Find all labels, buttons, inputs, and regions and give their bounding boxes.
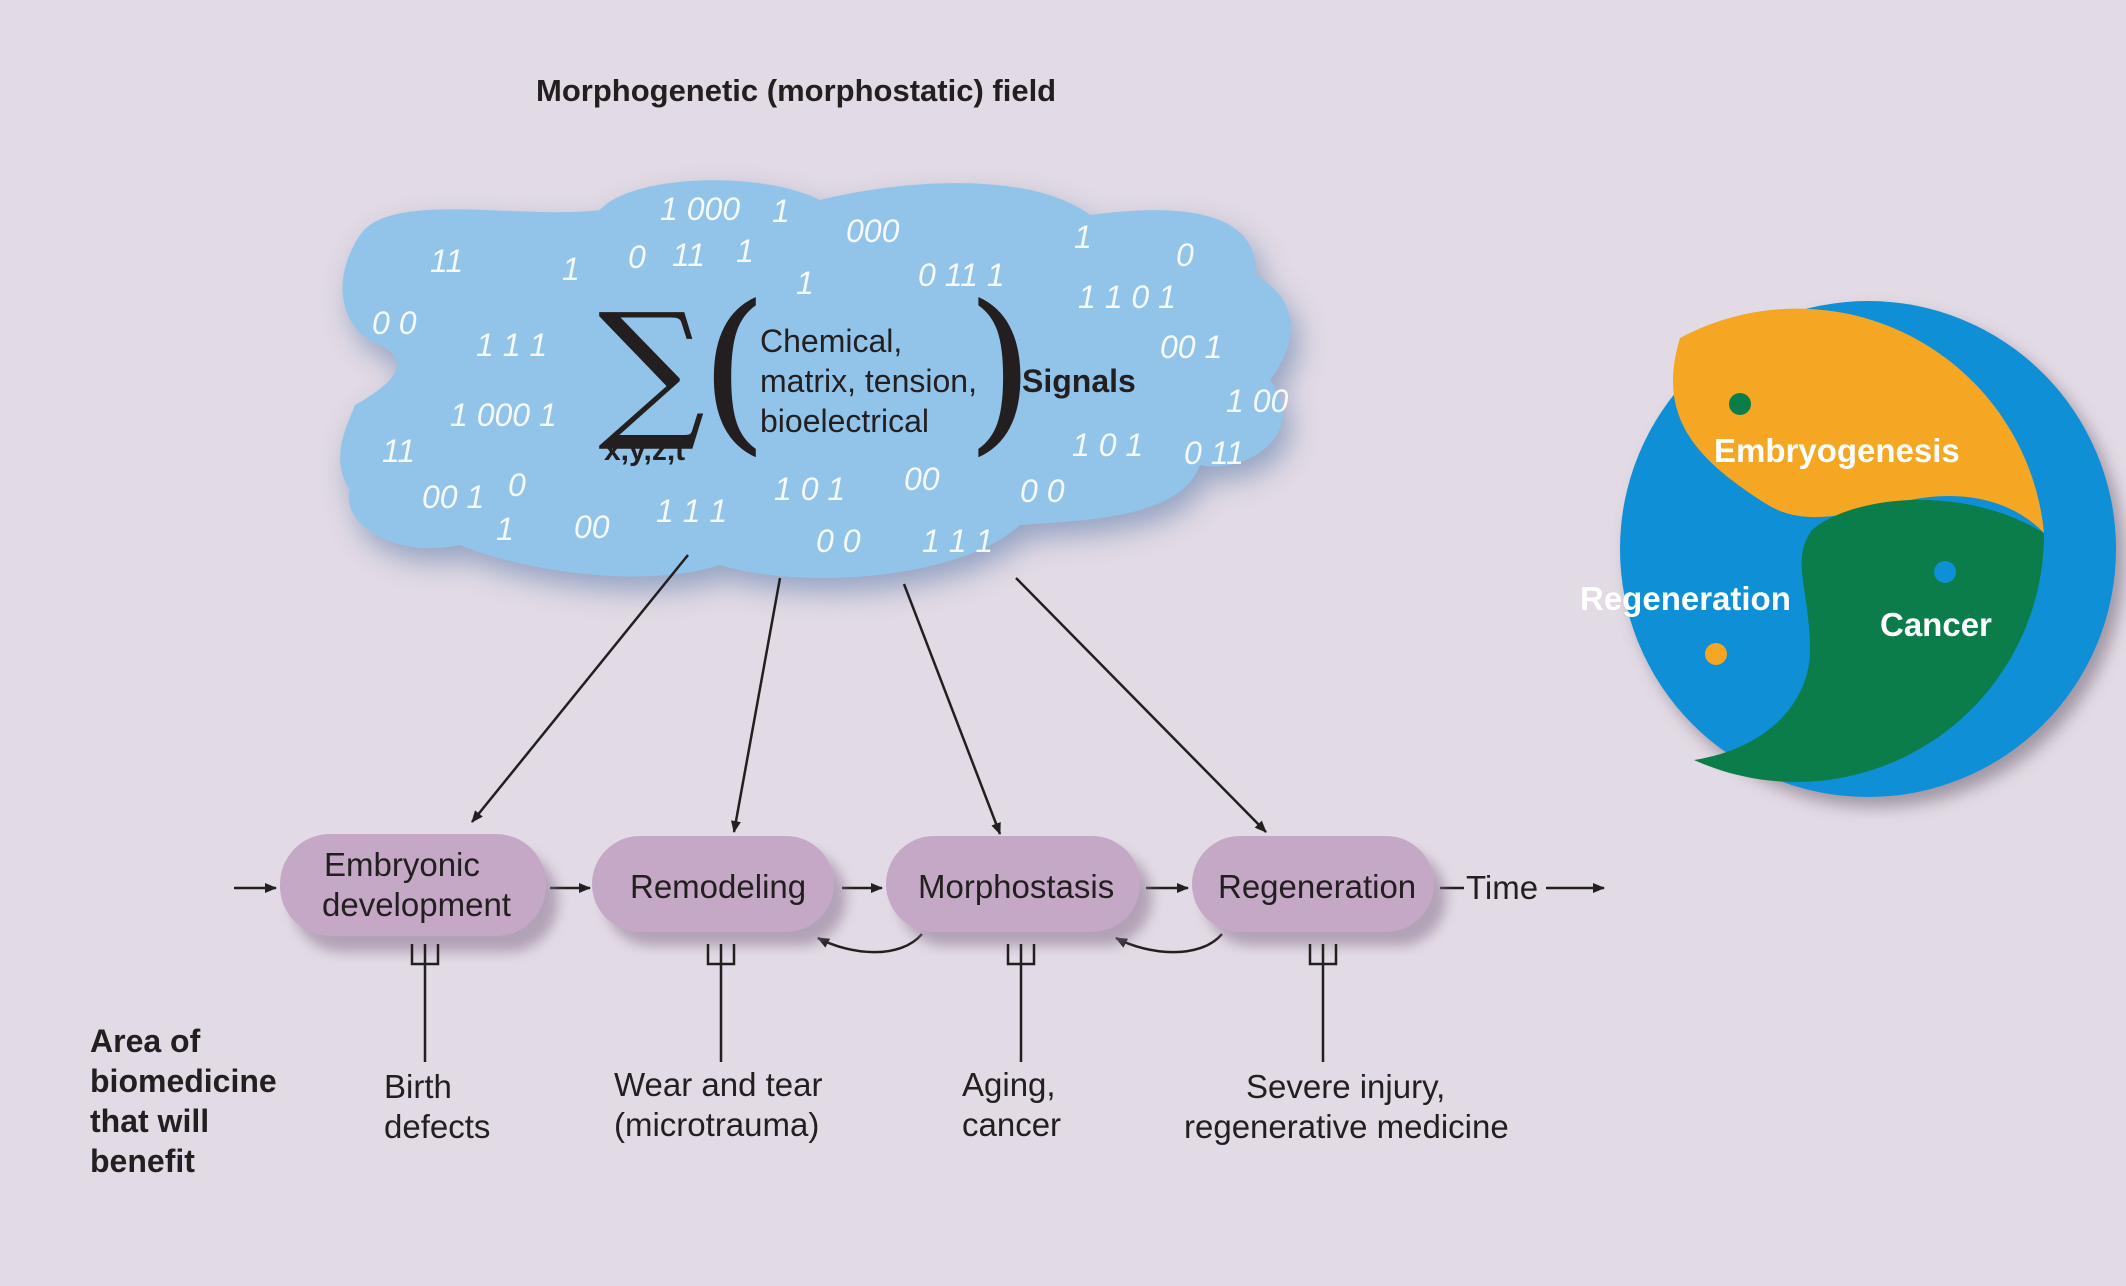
cancer-label: Cancer	[1880, 606, 1992, 643]
binary-digit: 0 0	[1020, 473, 1065, 509]
area-heading-line: Area of	[90, 1023, 201, 1059]
binary-digit: 1 000 1	[450, 397, 557, 433]
binary-digit: 0	[628, 239, 646, 275]
right-parenthesis: )	[966, 269, 1034, 472]
binary-digit: 11	[672, 237, 705, 273]
arrow-to-morphostasis	[902, 583, 1002, 835]
area-severe-injury: Severe injury, regenerative medicine	[1184, 1068, 1509, 1145]
binary-digit: 00	[904, 461, 940, 497]
signal-line-2: matrix, tension,	[760, 363, 977, 399]
embryogenesis-region	[1673, 308, 2044, 533]
binary-digit: 1 1 1	[922, 523, 993, 559]
embryogenesis-dot	[1729, 393, 1751, 415]
binary-digit: 0	[508, 467, 526, 503]
binary-digits: 1 000 1 000 11 1 0 11 1 1 0 1 0 11 1 1 1…	[372, 191, 1288, 559]
signal-cloud	[340, 180, 1299, 592]
binary-digit: 1 00	[1226, 383, 1288, 419]
binary-digit: 1	[496, 511, 514, 547]
area-aging-cancer: Aging, cancer	[962, 1066, 1061, 1143]
timeline: Time	[234, 869, 1605, 954]
binary-digit: 1	[562, 251, 580, 287]
area-heading-line: benefit	[90, 1143, 195, 1179]
stage-label: Regeneration	[1218, 868, 1416, 905]
binary-digit: 1 0 1	[1072, 427, 1143, 463]
signal-line-3: bioelectrical	[760, 403, 929, 439]
binary-digit: 1 1 1	[656, 493, 727, 529]
sigma-symbol: ∑	[598, 282, 705, 456]
sum-subscript: x,y,z,t	[604, 434, 685, 467]
back-arrow-regeneration-to-morphostasis	[1115, 933, 1223, 954]
left-parenthesis: (	[700, 269, 768, 472]
time-label: Time	[1466, 869, 1538, 906]
area-heading-line: biomedicine	[90, 1063, 277, 1099]
connector-severe-injury	[1308, 944, 1338, 1062]
arrow-to-embryonic	[471, 554, 689, 823]
connector-birth-defects	[410, 944, 440, 1062]
cancer-dot	[1934, 561, 1956, 583]
stage-label: Remodeling	[630, 868, 806, 905]
area-wear-and-tear: Wear and tear (microtrauma)	[614, 1066, 823, 1143]
binary-digit: 00 1	[422, 479, 484, 515]
stage-label-line-2: development	[322, 886, 511, 923]
binary-digit: 00	[574, 509, 610, 545]
embryogenesis-label: Embryogenesis	[1714, 432, 1960, 469]
binary-digit: 00 1	[1160, 329, 1222, 365]
area-heading-line: that will	[90, 1103, 209, 1139]
binary-digit: 0 11 1	[918, 257, 1005, 293]
binary-digit: 1 1 1	[476, 327, 547, 363]
area-label-line: (microtrauma)	[614, 1106, 819, 1143]
binary-digit: 0	[1176, 237, 1194, 273]
binary-digit: 0 0	[372, 305, 417, 341]
stage-regeneration: Regeneration	[1192, 836, 1446, 946]
binary-digit: 1	[736, 233, 754, 269]
area-birth-defects: Birth defects	[384, 1068, 490, 1145]
diagram-title: Morphogenetic (morphostatic) field	[536, 73, 1056, 108]
connector-wear-and-tear	[706, 944, 736, 1062]
binary-digit: 11	[382, 433, 415, 469]
connector-aging-cancer	[1006, 944, 1036, 1062]
back-arrow-morphostasis-to-remodeling	[817, 933, 923, 954]
binary-digit: 0 0	[816, 523, 861, 559]
stage-morphostasis: Morphostasis	[886, 836, 1152, 946]
cloud-arrows	[471, 554, 1267, 835]
area-heading: Area of biomedicine that will benefit	[90, 1023, 277, 1179]
signals-label: Signals	[1022, 363, 1136, 399]
signal-line-1: Chemical,	[760, 323, 902, 359]
stage-embryonic-development: Embryonic development	[280, 834, 558, 952]
binary-digit: 1 000	[660, 191, 740, 227]
tri-circle: Embryogenesis Regeneration Cancer	[1580, 301, 2124, 807]
area-label-line: Aging,	[962, 1066, 1056, 1103]
regeneration-label: Regeneration	[1580, 580, 1791, 617]
area-label-line: cancer	[962, 1106, 1061, 1143]
sigma-formula: ∑ x,y,z,t ( Chemical, matrix, tension, b…	[598, 269, 1136, 472]
binary-digit: 11	[430, 243, 463, 279]
binary-digit: 1 0 1	[774, 471, 845, 507]
arrow-to-remodeling	[731, 577, 782, 833]
cancer-region	[1694, 499, 2045, 782]
binary-digit: 1 1 0 1	[1078, 279, 1176, 315]
area-connectors	[410, 944, 1338, 1062]
area-label-line: defects	[384, 1108, 490, 1145]
binary-digit: 1	[796, 265, 814, 301]
binary-digit: 000	[846, 213, 900, 249]
binary-digit: 0 11	[1184, 435, 1244, 471]
stage-label-line-1: Embryonic	[324, 846, 480, 883]
area-label-line: Wear and tear	[614, 1066, 823, 1103]
area-label-line: regenerative medicine	[1184, 1108, 1509, 1145]
stage-label: Morphostasis	[918, 868, 1114, 905]
area-label-line: Birth	[384, 1068, 452, 1105]
binary-digit: 1	[772, 193, 790, 229]
binary-digit: 1	[1074, 219, 1092, 255]
regeneration-dot	[1705, 643, 1727, 665]
area-label-line: Severe injury,	[1246, 1068, 1445, 1105]
arrow-to-regeneration	[1015, 577, 1267, 833]
stage-remodeling: Remodeling	[592, 836, 846, 946]
